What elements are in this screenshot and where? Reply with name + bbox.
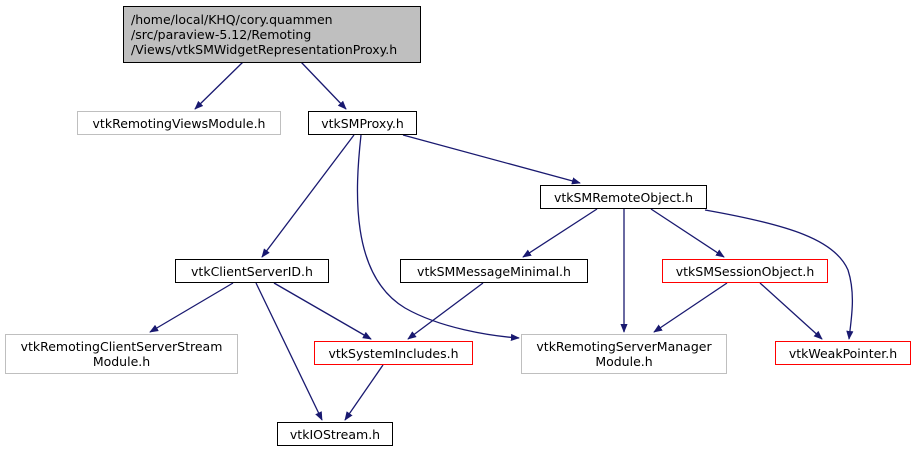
node-label-line: vtkRemotingServerManager bbox=[536, 339, 712, 354]
node-vtkRemotingViewsModule[interactable]: vtkRemotingViewsModule.h bbox=[77, 111, 281, 135]
node-vtkSMSessionObject[interactable]: vtkSMSessionObject.h bbox=[662, 259, 828, 283]
edge-vtkSMProxy-to-vtkClientServerID bbox=[261, 134, 355, 258]
edge-root-to-vtkSMProxy bbox=[300, 61, 347, 110]
node-label-line: vtkRemotingClientServerStream bbox=[20, 339, 223, 354]
node-label-line: /Views/vtkSMWidgetRepresentationProxy.h bbox=[131, 42, 398, 57]
edge-vtkClientServerID-to-vtkSystemIncludes bbox=[273, 282, 372, 340]
node-label: vtkRemotingViewsModule.h bbox=[92, 115, 266, 131]
node-label: vtkSMMessageMinimal.h bbox=[417, 263, 571, 279]
node-label: vtkIOStream.h bbox=[289, 426, 381, 442]
node-vtkSMProxy[interactable]: vtkSMProxy.h bbox=[308, 111, 417, 135]
edge-vtkSMRemoteObject-to-vtkSMMessageMinimal bbox=[522, 208, 598, 258]
node-vtkRemotingClientServerStreamModule[interactable]: vtkRemotingClientServerStream Module.h bbox=[5, 334, 238, 374]
edge-vtkSMRemoteObject-to-vtkWeakPointer bbox=[704, 209, 854, 340]
node-vtkIOStream[interactable]: vtkIOStream.h bbox=[277, 422, 393, 446]
node-vtkWeakPointer[interactable]: vtkWeakPointer.h bbox=[775, 341, 911, 365]
edge-vtkSMMessageMinimal-to-vtkSystemIncludes bbox=[407, 282, 484, 340]
node-label: vtkSMSessionObject.h bbox=[675, 263, 815, 279]
node-label: vtkWeakPointer.h bbox=[788, 345, 898, 361]
edge-vtkSMRemoteObject-to-vtkSMSessionObject bbox=[650, 208, 725, 258]
edge-vtkSMProxy-to-vtkSMRemoteObject bbox=[402, 134, 581, 185]
edges-layer bbox=[149, 61, 854, 421]
node-root-file[interactable]: /home/local/KHQ/cory.quammen /src/paravi… bbox=[123, 6, 421, 63]
node-label-line: Module.h bbox=[595, 354, 653, 369]
node-label-line: /home/local/KHQ/cory.quammen bbox=[131, 12, 333, 27]
node-label-line: Module.h bbox=[92, 354, 151, 369]
edge-vtkSystemIncludes-to-vtkIOStream bbox=[344, 364, 384, 421]
edge-vtkSMSessionObject-to-vtkWeakPointer bbox=[759, 282, 823, 340]
node-vtkSMRemoteObject[interactable]: vtkSMRemoteObject.h bbox=[540, 185, 707, 209]
node-vtkClientServerID[interactable]: vtkClientServerID.h bbox=[175, 259, 329, 283]
node-label: vtkSystemIncludes.h bbox=[328, 345, 459, 361]
edge-vtkSMProxy-to-vtkRemotingServerManagerModule bbox=[356, 134, 520, 342]
edge-vtkClientServerID-to-vtkIOStream bbox=[255, 282, 323, 421]
node-label: vtkClientServerID.h bbox=[191, 263, 313, 279]
node-vtkSMMessageMinimal[interactable]: vtkSMMessageMinimal.h bbox=[400, 259, 588, 283]
node-vtkSystemIncludes[interactable]: vtkSystemIncludes.h bbox=[314, 341, 473, 365]
node-label-line: /src/paraview-5.12/Remoting bbox=[131, 27, 312, 42]
node-label: vtkSMProxy.h bbox=[321, 115, 404, 131]
node-label: vtkSMRemoteObject.h bbox=[553, 189, 694, 205]
edge-root-to-vtkRemotingViewsModule bbox=[194, 61, 244, 110]
node-vtkRemotingServerManagerModule[interactable]: vtkRemotingServerManager Module.h bbox=[521, 334, 727, 374]
edge-vtkSMSessionObject-to-vtkRemotingServerManagerModule bbox=[653, 282, 728, 333]
edge-vtkClientServerID-to-vtkRemotingClientServerStreamModule bbox=[149, 282, 234, 333]
